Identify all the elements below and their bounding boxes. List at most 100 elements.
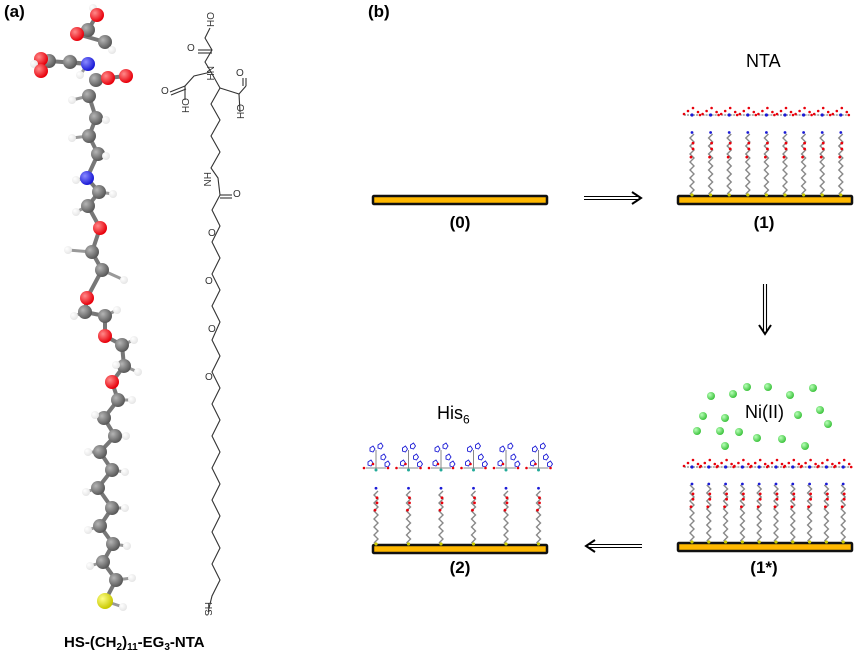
- nta-nitrogen: [690, 465, 694, 469]
- nta-oxygen: [696, 110, 700, 114]
- nta-oxygen: [775, 458, 779, 462]
- formula-part: -NTA: [169, 634, 205, 651]
- nickel-center: [374, 468, 378, 472]
- oxygen-atom: [821, 147, 825, 151]
- atom-h: [70, 312, 78, 320]
- nickel-center: [407, 468, 410, 472]
- oxygen-atom: [726, 155, 730, 159]
- atom-label-o-eg1: O: [208, 228, 216, 239]
- atom-h: [108, 46, 116, 54]
- atom-c: [98, 309, 112, 323]
- nickel-center: [504, 468, 508, 472]
- gold-surface-0: [371, 194, 549, 206]
- oxygen-atom: [373, 508, 377, 512]
- alkyl-chain: [773, 484, 779, 542]
- nta-oxygen: [803, 106, 806, 110]
- alkyl-chain: [823, 484, 830, 542]
- atom-c: [108, 429, 122, 443]
- atom-c: [91, 147, 105, 161]
- oxygen-atom: [747, 141, 751, 145]
- imidazole-ring: [514, 460, 521, 468]
- nta-oxygen: [730, 462, 733, 466]
- nta-oxygen: [794, 112, 797, 116]
- oxygen-atom: [747, 147, 751, 151]
- nta-oxygen: [849, 465, 853, 469]
- atom-h: [113, 306, 121, 314]
- atom-o: [90, 8, 104, 22]
- atom-h: [84, 448, 92, 456]
- nta-oxygen: [779, 109, 783, 113]
- oxygen-atom: [803, 147, 806, 151]
- alkyl-chain: [373, 490, 379, 544]
- oxygen-atom: [723, 505, 726, 509]
- nickel-center: [472, 468, 475, 472]
- nitrogen-atom: [757, 482, 761, 486]
- nta-oxygen: [766, 464, 770, 468]
- his-oxygen: [525, 466, 528, 470]
- nitrogen-atom: [765, 131, 768, 134]
- nickel-ion: [753, 434, 761, 442]
- nta-oxygen: [845, 110, 849, 114]
- sulfur-atom: [824, 540, 829, 544]
- nta-nitrogen: [802, 113, 806, 117]
- atom-h: [102, 116, 110, 124]
- atom-c: [81, 199, 95, 213]
- oxygen-atom: [375, 501, 379, 505]
- alkyl-chain: [438, 490, 444, 544]
- atom-h: [121, 468, 129, 476]
- his-oxygen: [371, 462, 375, 466]
- atom-o: [93, 221, 107, 235]
- nickel-ion: [707, 392, 715, 400]
- imidazole-ring: [499, 445, 506, 453]
- his-oxygen: [362, 466, 366, 470]
- nta-oxygen: [828, 113, 832, 117]
- oxygen-atom: [840, 141, 844, 145]
- atom-h: [30, 60, 38, 68]
- alkyl-chain: [503, 490, 509, 544]
- atom-label-hn: HN: [201, 172, 212, 187]
- nta-oxygen: [783, 464, 787, 468]
- oxygen-atom: [766, 147, 769, 151]
- imidazole-ring: [482, 460, 489, 468]
- nitrogen-atom: [727, 131, 731, 134]
- his-oxygen: [386, 466, 390, 470]
- nta-oxygen: [747, 462, 750, 466]
- nta-nitrogen: [740, 465, 745, 469]
- nitrogen-atom: [439, 486, 443, 490]
- arrow-head: [584, 539, 596, 553]
- nta-oxygen: [784, 106, 788, 110]
- nickel-ion: [809, 384, 817, 392]
- gold-surface-1star: [676, 541, 854, 553]
- formula-part: -EG: [137, 634, 165, 651]
- atom-h: [119, 603, 127, 611]
- atom-c: [106, 537, 120, 551]
- sulfur-atom: [504, 542, 508, 546]
- oxygen-atom: [408, 501, 411, 505]
- oxygen-atom: [807, 505, 810, 509]
- oxygen-atom: [742, 492, 745, 496]
- carbonyl-bond: [169, 85, 186, 93]
- atom-h: [68, 134, 76, 142]
- formula-subscript: 11: [127, 642, 138, 653]
- alkyl-chain: [405, 490, 412, 544]
- nta-oxygen: [715, 110, 718, 114]
- oxygen-atom: [819, 155, 823, 159]
- oxygen-atom: [689, 505, 693, 509]
- atom-h: [128, 574, 136, 582]
- sulfur-atom: [724, 540, 728, 544]
- nta-oxygen: [787, 461, 791, 465]
- step-label-1: (1): [753, 213, 775, 232]
- oxygen-atom: [742, 497, 745, 501]
- atom-c: [85, 245, 99, 259]
- sulfur-atom: [727, 193, 731, 197]
- gold-surface-1: [676, 194, 854, 206]
- nta-oxygen: [826, 458, 829, 462]
- nta-oxygen: [719, 112, 723, 116]
- atom-label-hs: HS: [202, 602, 213, 616]
- nta-oxygen: [773, 113, 776, 117]
- atom-o: [34, 64, 48, 78]
- nta-oxygen: [720, 461, 723, 465]
- carboxymethyl-left: [184, 71, 212, 100]
- oxygen-atom: [710, 141, 713, 145]
- nta-oxygen: [701, 112, 704, 116]
